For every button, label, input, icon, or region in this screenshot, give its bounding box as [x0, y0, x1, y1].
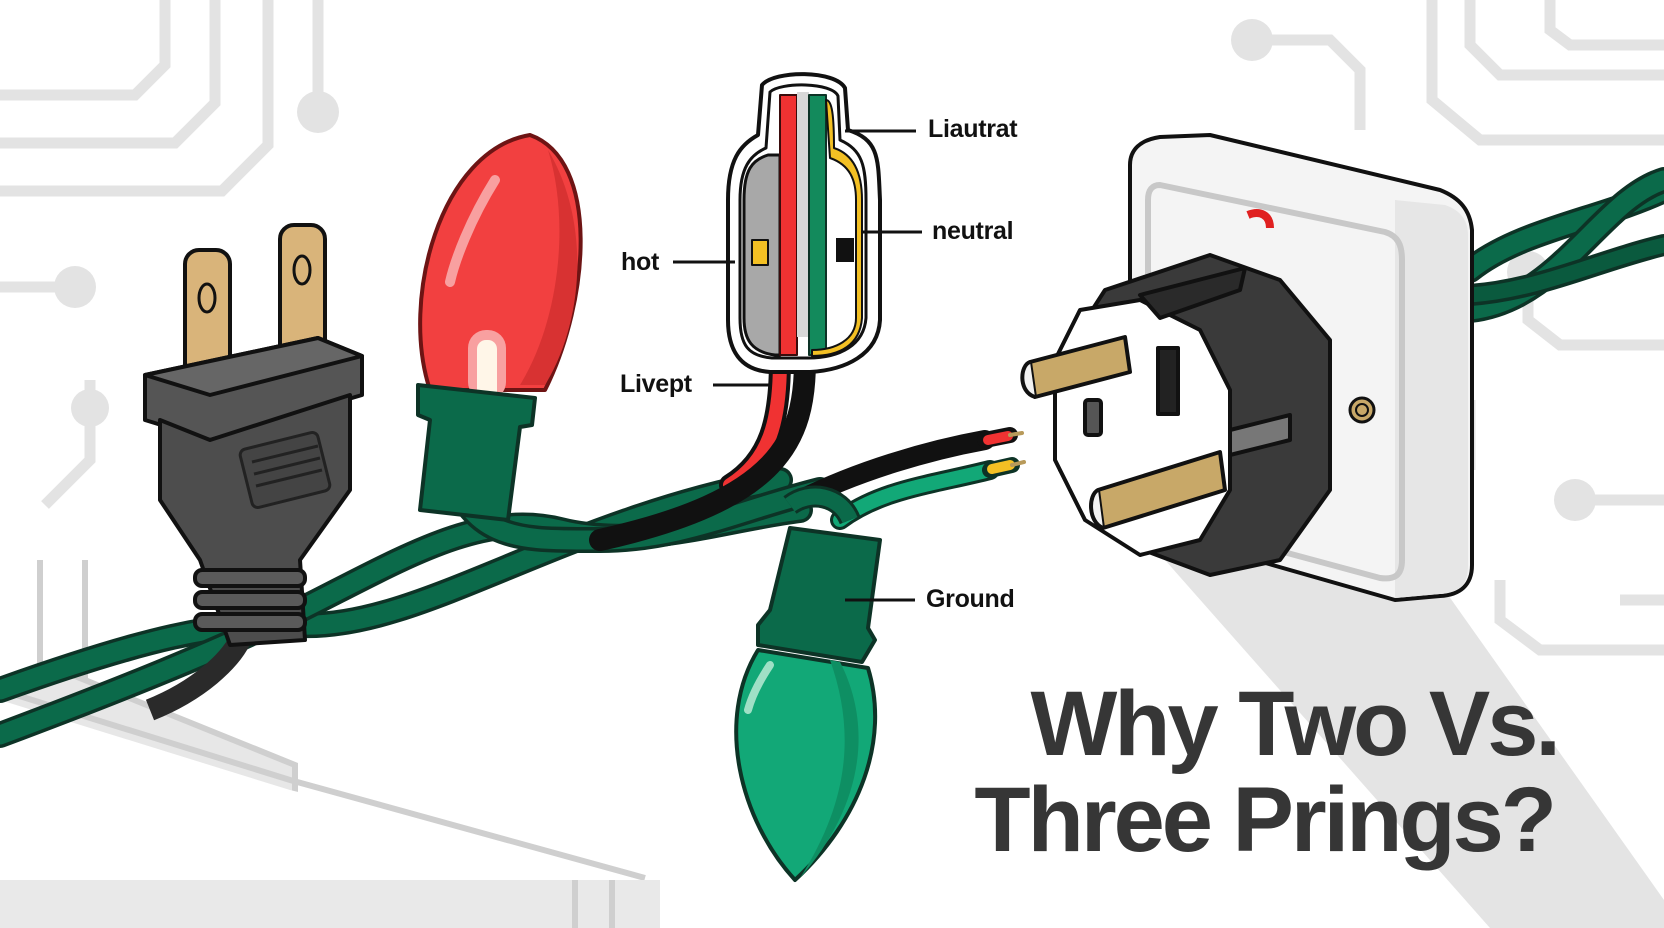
- label-neutral: neutral: [932, 217, 1014, 245]
- label-liautrat: Liautrat: [928, 115, 1018, 143]
- label-live: Livept: [620, 370, 692, 398]
- two-prong-plug: [143, 223, 364, 721]
- wire-connector-cross-section: [726, 72, 882, 374]
- label-ground: Ground: [926, 585, 1015, 613]
- label-leader-lines: [673, 129, 922, 602]
- outlet-shadow: [1165, 520, 1664, 928]
- three-prong-plug: [1020, 253, 1332, 577]
- title-line-2: Three Prings?: [974, 769, 1557, 871]
- title-line-1: Why Two Vs.: [1030, 673, 1561, 775]
- three-prong-pin-top: [1020, 335, 1132, 399]
- green-bulb: [734, 485, 882, 882]
- plug-grip-icon: [238, 430, 332, 510]
- label-hot: hot: [621, 248, 659, 276]
- three-prong-pin-bottom: [1089, 450, 1227, 530]
- red-bulb: [416, 133, 583, 522]
